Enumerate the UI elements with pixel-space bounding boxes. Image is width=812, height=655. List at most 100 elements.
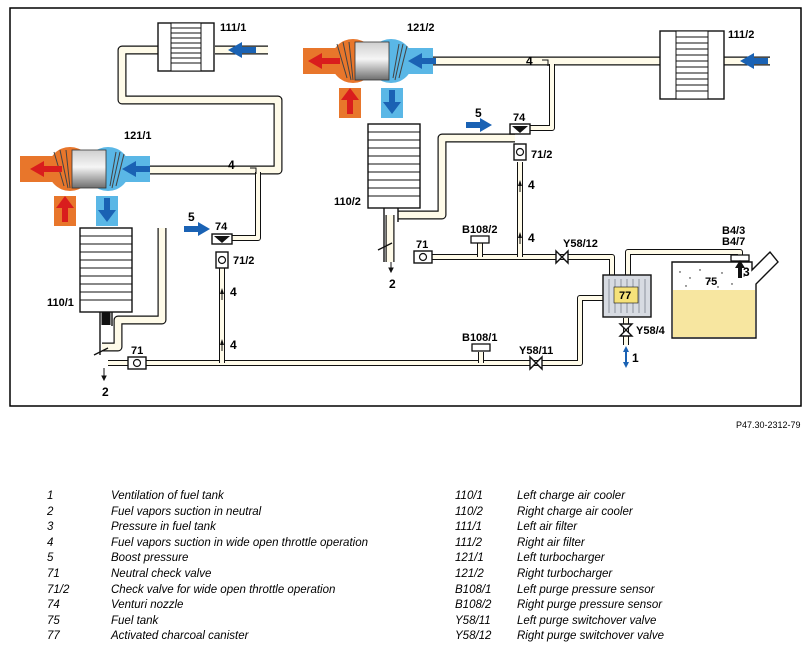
legend-text: Left charge air cooler: [517, 490, 626, 502]
label-num-1: 1: [632, 351, 639, 365]
label-valve-canister: Y58/4: [636, 325, 666, 337]
label-num-4-f: 4: [528, 231, 535, 245]
fuel-tank: [671, 250, 779, 339]
legend-text: Ventilation of fuel tank: [111, 490, 224, 502]
label-venturi-right: 74: [513, 112, 526, 124]
label-num-5-right: 5: [475, 106, 482, 120]
legend-text: Fuel tank: [111, 614, 159, 627]
switchover-valve-canister: [618, 323, 634, 337]
label-air-filter-left: 111/1: [220, 22, 246, 34]
label-valve-right: Y58/12: [563, 238, 598, 250]
label-tank-sensor-a: B4/3: [722, 225, 745, 237]
legend-text: Right purge switchover valve: [517, 630, 665, 643]
legend-text: Fuel vapors suction in wide open throttl…: [111, 536, 368, 549]
air-inlet-arrow-right: [740, 53, 768, 69]
label-valve-left: Y58/11: [519, 345, 553, 357]
legend-text: Activated charcoal canister: [111, 630, 249, 643]
legend-text: Venturi nozzle: [111, 599, 184, 612]
legend-code: B108/2: [455, 599, 492, 612]
label-num-4-c: 4: [230, 338, 237, 352]
charge-air-cooler-right: [367, 123, 421, 262]
legend-code: 3: [47, 521, 54, 534]
switchover-valve-left: [529, 355, 543, 371]
label-sensor-left: B108/1: [462, 332, 497, 344]
purge-system-diagram: 111/1 111/2 121/1 121/2 110/1 110/2 74 7…: [9, 7, 802, 407]
legend-code: 4: [47, 536, 54, 549]
label-num-3: 3: [743, 265, 750, 279]
legend-code: 75: [47, 614, 60, 627]
label-canister: 77: [619, 290, 631, 302]
check-valve-neutral-left: [127, 356, 147, 370]
legend-text: Check valve for wide open throttle opera…: [111, 583, 336, 596]
check-valve-wot-left: [215, 251, 229, 269]
legend-code: 121/1: [455, 552, 484, 565]
label-check-wot-left: 71/2: [233, 255, 254, 267]
legend-text: Left air filter: [517, 521, 578, 534]
legend-text: Right air filter: [517, 536, 585, 549]
legend-text: Right turbocharger: [517, 568, 613, 580]
charcoal-canister: [602, 274, 652, 318]
label-check-neutral-right: 71: [416, 239, 428, 251]
ventilation-arrow: [623, 346, 629, 368]
label-venturi-left: 74: [215, 221, 228, 233]
figure-code: P47.30-2312-79: [736, 420, 801, 430]
legend-code: 121/2: [455, 568, 484, 580]
label-num-4-e: 4: [528, 178, 535, 192]
legend-text: Left purge pressure sensor: [517, 583, 655, 596]
label-num-5-left: 5: [188, 210, 195, 224]
turbocharger-left: [20, 147, 150, 226]
label-turbo-right: 121/2: [407, 22, 435, 34]
air-inlet-arrow-left: [228, 42, 256, 58]
label-num-2-left: 2: [102, 385, 109, 399]
label-turbo-left: 121/1: [124, 130, 152, 142]
legend-code: 71: [47, 568, 60, 580]
turbocharger-right: [303, 39, 436, 118]
label-num-4-a: 4: [228, 158, 235, 172]
label-tank: 75: [705, 276, 717, 288]
label-cooler-right: 110/2: [334, 196, 361, 208]
purge-pressure-sensor-right: [470, 235, 490, 244]
check-valve-neutral-right: [413, 250, 433, 264]
legend-code: 74: [47, 599, 60, 612]
label-tank-sensor-b: B4/7: [722, 236, 745, 248]
legend-text: Pressure in fuel tank: [111, 521, 216, 534]
legend-code: 5: [47, 552, 54, 565]
label-air-filter-right: 111/2: [728, 29, 754, 41]
legend-code: Y58/12: [455, 630, 492, 643]
legend-code: 110/1: [455, 490, 483, 502]
legend-text: Boost pressure: [111, 552, 189, 565]
label-check-wot-right: 71/2: [531, 149, 552, 161]
legend-text: Left turbocharger: [517, 552, 605, 565]
purge-pressure-sensor-left: [471, 343, 491, 352]
labels: 111/1 111/2 121/1 121/2 110/1 110/2 74 7…: [47, 22, 754, 399]
legend-code: 71/2: [47, 583, 70, 596]
legend-text: Fuel vapors suction in neutral: [111, 505, 262, 518]
check-valve-wot-right: [513, 143, 527, 161]
flow-arrows: [101, 59, 745, 382]
switchover-valve-right: [555, 249, 569, 265]
boost-arrow-right: [466, 118, 492, 132]
vapor-lines: [108, 64, 743, 366]
legend-text: Right purge pressure sensor: [517, 599, 663, 612]
legend-text: Left purge switchover valve: [517, 614, 657, 627]
legend-code: B108/1: [455, 583, 492, 596]
label-num-4-b: 4: [230, 285, 237, 299]
label-num-2-right: 2: [389, 277, 396, 291]
legend-code: 2: [47, 505, 54, 518]
legend-text: Neutral check valve: [111, 568, 212, 580]
label-cooler-left: 110/1: [47, 297, 74, 309]
legend-text: Right charge air cooler: [517, 505, 633, 518]
air-filter-left: [157, 22, 215, 72]
charge-air-cooler-left: [79, 227, 133, 356]
label-num-4-d: 4: [526, 54, 533, 68]
label-check-neutral-left: 71: [131, 345, 143, 357]
legend-code: 1: [47, 490, 54, 502]
diagram-frame: [9, 7, 802, 407]
legend-code: 110/2: [455, 505, 483, 518]
legend-code: 111/2: [455, 536, 483, 549]
venturi-nozzle-right: [509, 123, 531, 135]
label-sensor-right: B108/2: [462, 224, 497, 236]
legend-code: 77: [47, 630, 60, 643]
legend-code: Y58/11: [455, 614, 491, 627]
